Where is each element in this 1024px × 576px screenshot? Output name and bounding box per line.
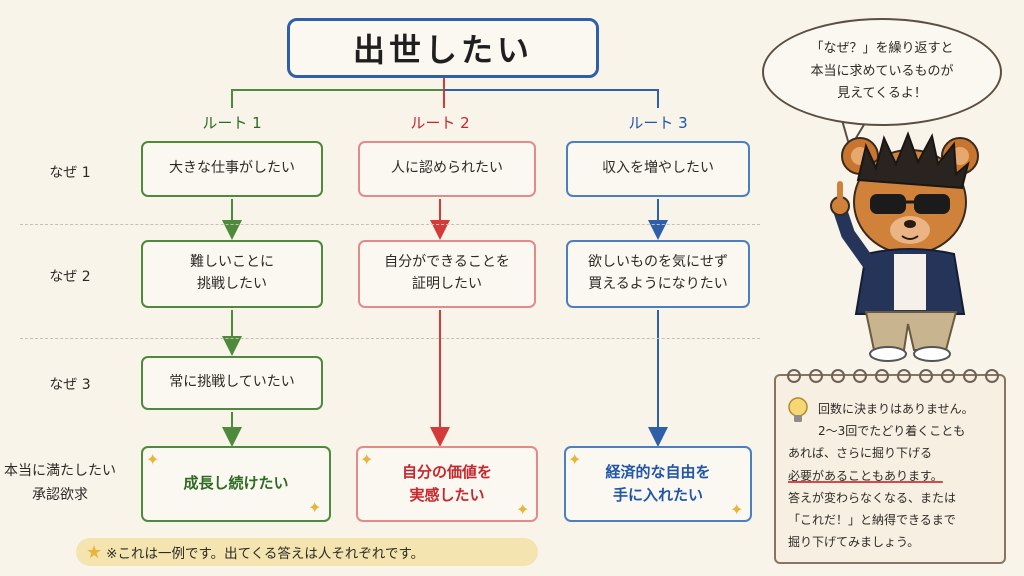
row-label-why-2: なぜ 2 <box>49 269 91 285</box>
route-3-final-node: 経済的な自由を 手に入れたい <box>564 446 752 522</box>
note-line-4-underlined: 必要があることもあります。 <box>788 468 943 483</box>
row-label-final-line-2: 承認欲求 <box>32 486 88 503</box>
sparkle-icon: ✦ <box>730 500 744 519</box>
route-2-label: ルート 2 <box>410 114 470 132</box>
note-line-4: 必要があることもあります。 <box>788 465 1000 487</box>
row-separator-2 <box>20 338 760 339</box>
note-line-3: あれば、さらに掘り下げる <box>788 446 933 461</box>
route-1-final-node: 成長し続けたい <box>141 446 331 522</box>
note-line-5: 答えが変わらなくなる、または <box>788 490 957 505</box>
sparkle-icon: ✦ <box>146 450 160 469</box>
row-label-why-3: なぜ 3 <box>49 377 91 393</box>
sparkle-icon: ✦ <box>360 450 374 469</box>
row-label-final: 本当に満たしたい 承認欲求 <box>4 460 116 508</box>
route-1-why-1-node: 大きな仕事がしたい <box>141 141 323 197</box>
row-label-why-1: なぜ 1 <box>49 165 91 181</box>
sparkle-icon: ✦ <box>568 450 582 469</box>
route-1-why-3-node: 常に挑戦していたい <box>141 356 323 410</box>
notepad-card: 回数に決まりはありません。 2〜3回でたどり着くことも あれば、さらに掘り下げる… <box>774 369 1006 564</box>
spiral-binding <box>787 369 999 383</box>
sparkle-icon: ✦ <box>516 500 530 519</box>
route-3-label: ルート 3 <box>628 114 688 132</box>
route-3-why-2-node: 欲しいものを気にせず 買えるようになりたい <box>566 240 750 308</box>
branch-route-1 <box>231 78 445 108</box>
bear-mascot-illustration <box>830 131 979 362</box>
footer-note: ★ ※これは一例です。出てくる答えは人それぞれです。 <box>76 538 538 566</box>
star-icon: ★ <box>86 541 103 563</box>
lightbulb-icon <box>788 397 808 422</box>
main-title: 出世したい <box>287 18 599 78</box>
speech-bubble: 「なぜ？」を繰り返すと 本当に求めているものが 見えてくるよ！ <box>762 18 1002 126</box>
note-line-1: 回数に決まりはありません。 <box>818 402 974 416</box>
route-2-why-2-node: 自分ができることを 証明したい <box>358 240 536 308</box>
row-separator-1 <box>20 224 760 225</box>
route-1-why-2-node: 難しいことに 挑戦したい <box>141 240 323 308</box>
note-line-2: 2〜3回でたどり着くことも <box>818 424 966 439</box>
sparkle-icon: ✦ <box>308 498 322 517</box>
route-1-label: ルート 1 <box>202 114 262 132</box>
note-line-6: 「これだ！」と納得できるまで <box>788 512 956 527</box>
route-3-why-1-node: 収入を増やしたい <box>566 141 750 197</box>
route-1-final-text: 成長し続けたい <box>183 474 289 493</box>
branch-route-3 <box>444 89 659 108</box>
route-2-final-node: 自分の価値を 実感したい <box>356 446 538 522</box>
row-label-final-line-1: 本当に満たしたい <box>4 463 116 479</box>
note-text: 回数に決まりはありません。 2〜3回でたどり着くことも あれば、さらに掘り下げる… <box>788 398 1000 553</box>
note-line-7: 掘り下げてみましょう。 <box>788 535 920 550</box>
footer-note-text: ※これは一例です。出てくる答えは人それぞれです。 <box>106 546 425 562</box>
route-2-why-1-node: 人に認められたい <box>358 141 536 197</box>
